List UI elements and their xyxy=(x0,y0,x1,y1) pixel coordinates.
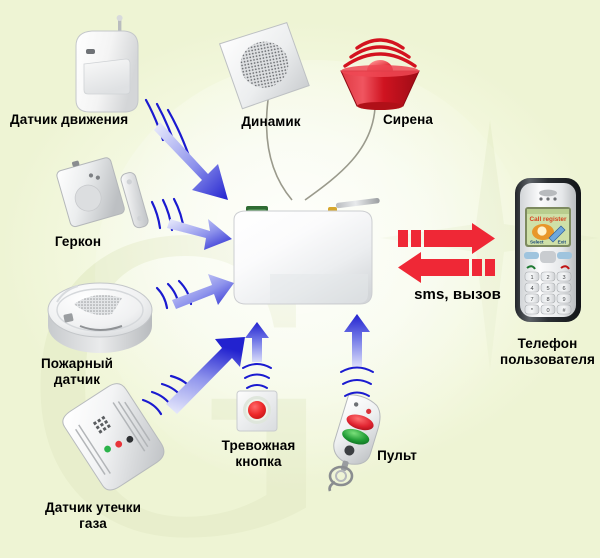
panic-button[interactable] xyxy=(236,390,278,432)
svg-text:*: * xyxy=(531,308,534,314)
svg-text:8: 8 xyxy=(546,297,549,303)
remote-keyfob[interactable] xyxy=(318,392,396,492)
speaker[interactable] xyxy=(213,22,313,114)
user-phone[interactable]: Call register Select Exit 1 2 3 4 5 6 7 8 9 * 0… xyxy=(513,176,583,324)
svg-text:7: 7 xyxy=(530,297,533,303)
control-panel[interactable] xyxy=(228,196,380,312)
siren[interactable] xyxy=(325,18,435,110)
svg-text:1: 1 xyxy=(530,275,533,281)
phone-softkey-left: Select xyxy=(530,240,544,245)
svg-text:0: 0 xyxy=(546,308,549,314)
phone-softkey-right: Exit xyxy=(558,240,567,245)
siren-label: Сирена xyxy=(382,112,434,127)
svg-text:6: 6 xyxy=(562,286,565,292)
speaker-label: Динамик xyxy=(241,114,301,129)
reed-switch-label: Геркон xyxy=(54,234,102,249)
svg-text:4: 4 xyxy=(530,286,533,292)
svg-text:5: 5 xyxy=(546,286,549,292)
motion-sensor[interactable] xyxy=(62,12,162,117)
gsm-link-label: sms, вызов xyxy=(414,286,501,303)
svg-text:9: 9 xyxy=(562,297,565,303)
motion-sensor-label: Датчик движения xyxy=(10,112,129,127)
gas-sensor[interactable] xyxy=(54,383,179,495)
phone-screen-title: Call register xyxy=(530,216,567,223)
reed-switch[interactable] xyxy=(55,148,165,238)
gsm-link-arrows xyxy=(398,223,495,283)
svg-text:2: 2 xyxy=(546,275,549,281)
fire-sensor[interactable] xyxy=(42,268,162,360)
svg-text:#: # xyxy=(562,308,566,314)
remote-label: Пульт xyxy=(377,448,417,463)
svg-text:3: 3 xyxy=(562,275,565,281)
